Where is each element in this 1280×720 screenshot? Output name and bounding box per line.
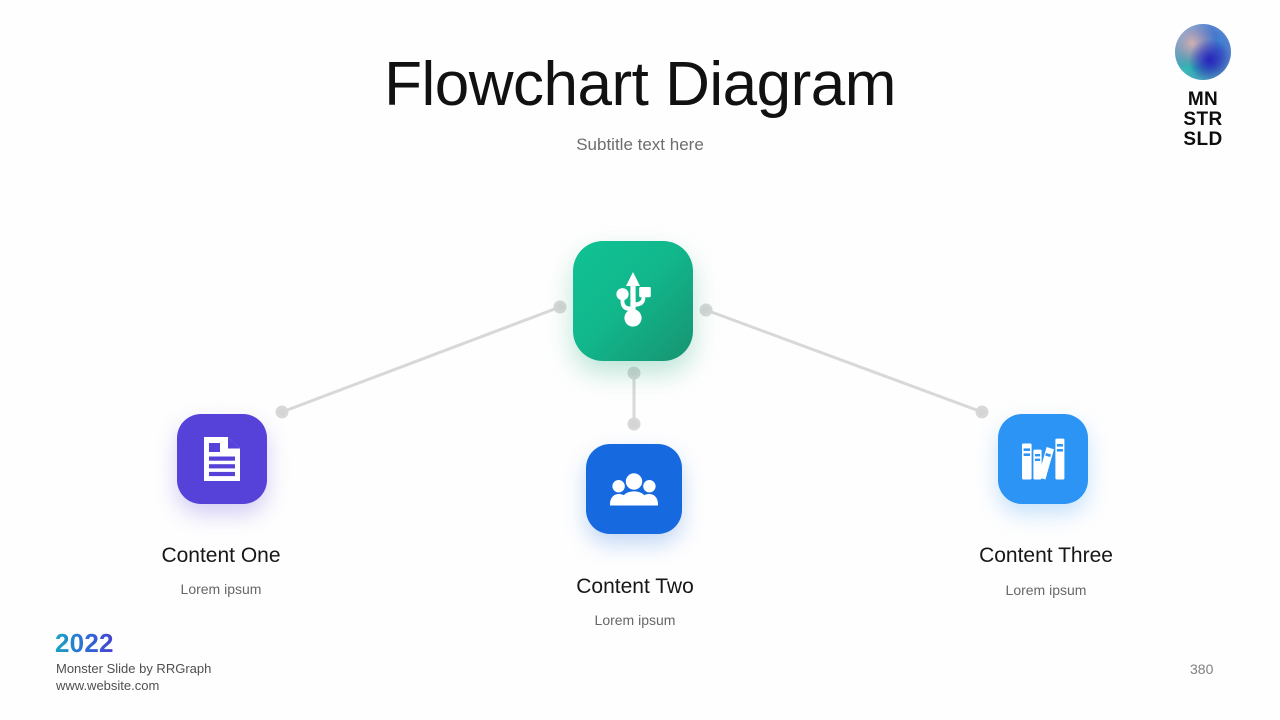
gradient-sphere-icon [1175,24,1231,80]
connector-dot-root-left [553,300,567,314]
node-content-three[interactable] [998,414,1088,504]
connector-dot-content-three [975,405,989,419]
books-icon [1022,438,1065,480]
page-subtitle: Subtitle text here [576,135,704,154]
brand-logo-text: MN STR SLD [1165,90,1241,150]
node-title-content-two: Content Two [576,575,694,598]
brand-logo-line-1: MN [1187,89,1219,110]
brand-logo-line-3: SLD [1183,129,1223,150]
brand-logo-line-2: STR [1183,109,1223,130]
footer-year: 2022 [55,628,114,658]
node-title-content-three: Content Three [979,544,1113,567]
connector-dot-content-one [275,405,289,419]
node-content-two[interactable] [586,444,682,534]
brand-logo: MN STR SLD [1165,24,1241,158]
page-title: Flowchart Diagram [384,50,896,119]
footer-credit: Monster Slide by RRGraph [56,661,212,676]
page-number: 380 [1190,661,1214,677]
connector-root-to-content-three [704,308,984,414]
footer-website: www.website.com [56,678,160,693]
connector-dot-content-two [627,417,641,431]
node-subtitle-content-two: Lorem ipsum [594,612,676,628]
node-subtitle-content-three: Lorem ipsum [1005,582,1087,598]
connector-dot-root-right [699,303,713,317]
connector-dot-root-bottom [627,366,641,380]
node-title-content-one: Content One [161,544,281,567]
people-group-icon [610,473,658,506]
document-icon [204,437,240,481]
node-root[interactable] [573,241,693,361]
usb-icon [616,272,651,327]
node-content-one[interactable] [177,414,267,504]
node-subtitle-content-one: Lorem ipsum [180,581,262,597]
connector-root-to-content-one [280,305,562,414]
